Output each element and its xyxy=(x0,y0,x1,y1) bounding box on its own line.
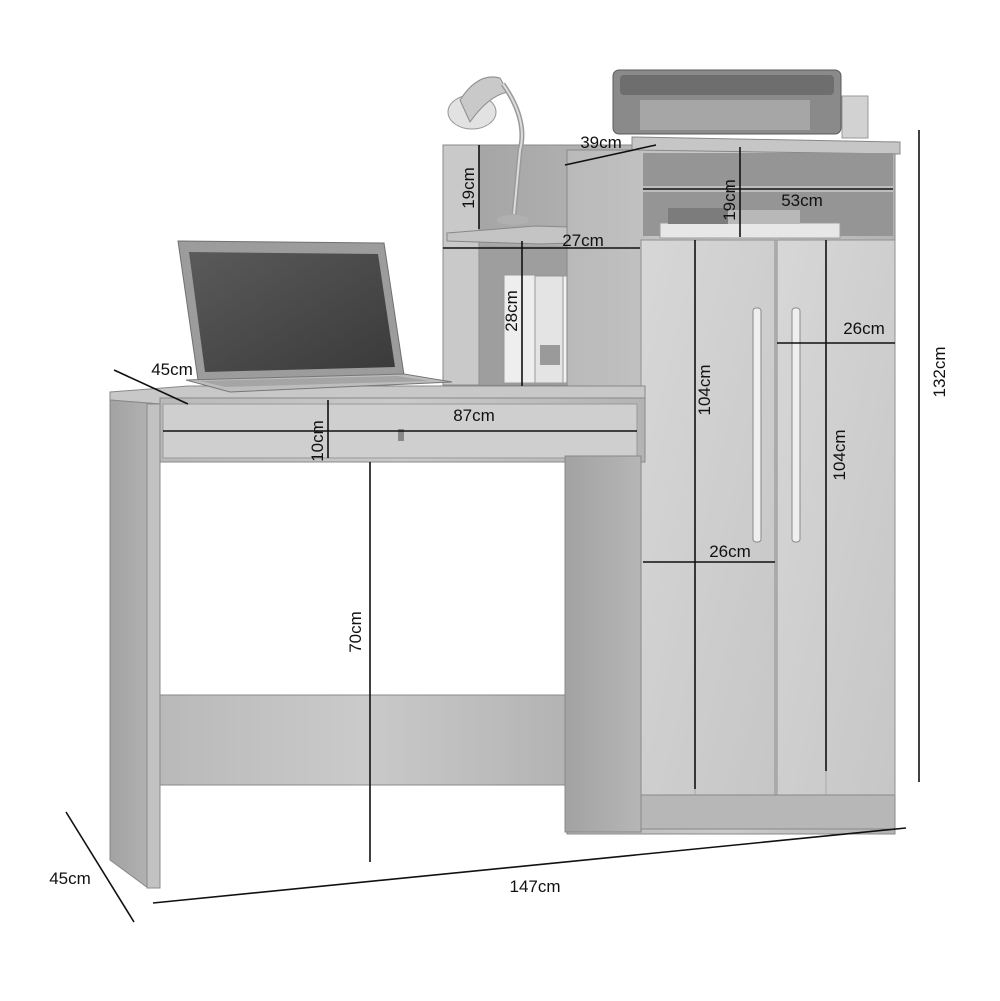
label-niche-width: 53cm xyxy=(781,191,823,210)
label-door-height-right: 104cm xyxy=(830,429,849,480)
furniture-illustration xyxy=(109,69,901,889)
label-door-width-lower: 26cm xyxy=(709,542,751,561)
right-door-handle xyxy=(791,307,801,543)
dimension-lines xyxy=(65,130,920,923)
cabinet-plinth xyxy=(640,794,896,830)
desk-right-leg xyxy=(564,455,642,833)
left-door-handle xyxy=(752,307,762,543)
label-drawer-height: 10cm xyxy=(308,420,327,462)
label-desk-depth-top: 45cm xyxy=(151,360,193,379)
label-lamp-shelf-height: 19cm xyxy=(459,167,478,209)
label-niche-height: 19cm xyxy=(720,179,739,221)
cabinet-top xyxy=(631,136,901,155)
label-middle-shelf-height: 28cm xyxy=(502,290,521,332)
dimension-labels: 19cm 39cm 19cm 53cm 27cm 28cm 45cm 10cm … xyxy=(49,133,949,896)
hutch-side xyxy=(442,144,480,386)
label-top-width: 39cm xyxy=(580,133,622,152)
label-lamp-shelf-width: 27cm xyxy=(562,231,604,250)
label-total-height: 132cm xyxy=(930,346,949,397)
label-door-width-upper: 26cm xyxy=(843,319,885,338)
label-door-height-left: 104cm xyxy=(695,364,714,415)
desk-stretcher xyxy=(159,694,566,786)
label-desk-height: 70cm xyxy=(346,611,365,653)
printer xyxy=(612,69,869,139)
laptop xyxy=(177,240,453,393)
label-base-depth: 45cm xyxy=(49,869,91,888)
desk-lamp xyxy=(447,76,529,225)
label-total-width: 147cm xyxy=(509,877,560,896)
label-drawer-width: 87cm xyxy=(453,406,495,425)
